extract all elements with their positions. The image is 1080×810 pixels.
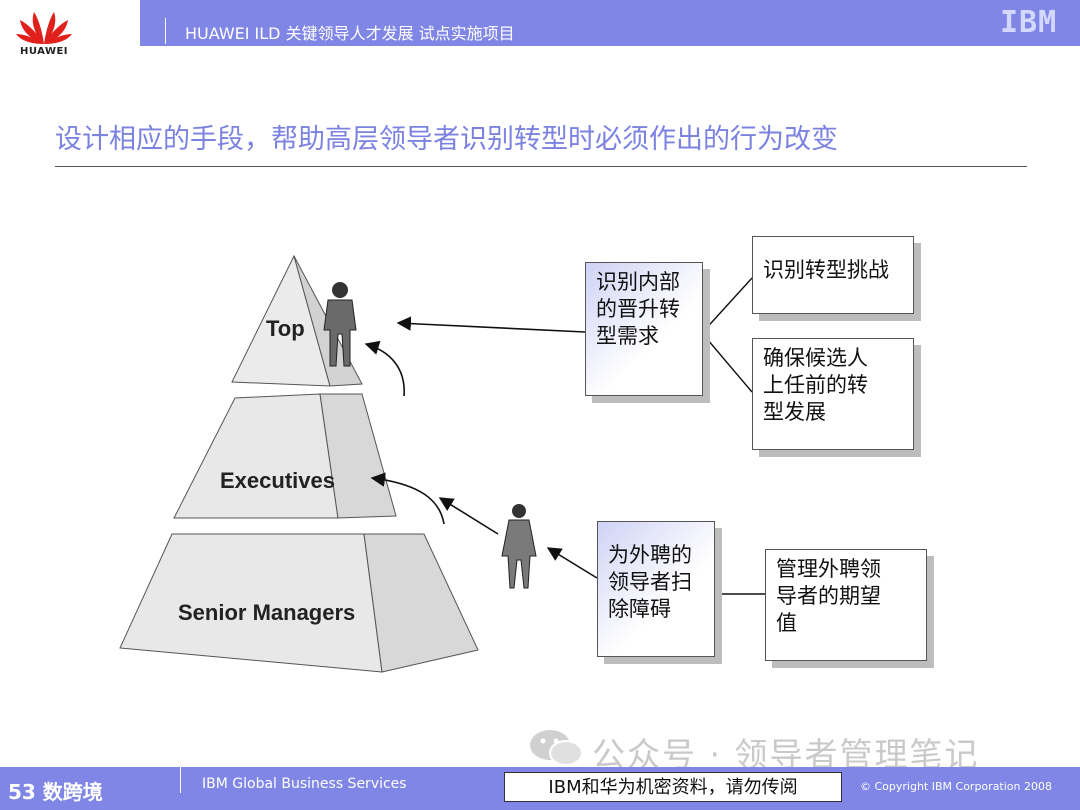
curved-arrow-to-executives [370,472,445,525]
huawei-logo-area: HUAWEI [0,0,140,66]
ibm-logo: IBM [1000,5,1058,40]
box-line: 值 [776,611,797,635]
copyright: © Copyright IBM Corporation 2008 [860,780,1052,793]
pyramid-label-executives: Executives [220,468,335,493]
box-line: 上任前的转 [763,373,868,397]
box-clear-obstacles: 为外聘的 领导者扫 除障碍 [597,521,715,657]
pyramid-label-top: Top [266,316,305,341]
box-line: 型发展 [763,400,826,424]
header-title: HUAWEI ILD 关键领导人才发展 试点实施项目 [185,24,515,43]
curved-arrow-to-top [364,340,405,397]
box-line: 确保候选人 [763,346,868,370]
header-bar [0,0,1080,46]
box-identify-needs: 识别内部 的晋升转 型需求 [585,262,703,396]
connector-challenge [701,277,753,334]
box-line: 型需求 [596,324,659,348]
pyramid-label-senior: Senior Managers [178,600,355,625]
pyramid-diagram: Top Executives Senior Managers [119,254,765,673]
box-line: 识别内部 [596,270,680,294]
wechat-icon [530,730,583,766]
huawei-petal-icon [16,12,72,44]
box-line: 为外聘的 [608,543,692,567]
box-line: 导者的期望 [776,584,881,608]
box-line: 识别转型挑战 [763,258,889,282]
box-line: 管理外聘领 [776,557,881,581]
box-ensure-development: 确保候选人 上任前的转 型发展 [752,338,914,450]
businesswoman-icon [501,504,537,589]
footer-page-number: 53 数跨境 [8,780,103,804]
box-line: 除障碍 [608,597,671,621]
slide-title: 设计相应的手段，帮助高层领导者识别转型时必须作出的行为改变 [55,124,838,155]
pyramid-tier-middle [173,393,397,519]
confidential-notice: IBM和华为机密资料，请勿传阅 [504,772,842,802]
box-line: 领导者扫 [608,570,692,594]
arrow-needs-to-top [396,316,586,333]
connector-ensure [701,332,753,393]
title-divider [55,166,1027,167]
businessman-icon [323,282,357,367]
box-identify-challenge: 识别转型挑战 [752,236,914,314]
arrow-woman-to-executives [438,497,499,535]
box-manage-expectations: 管理外聘领 导者的期望 值 [765,549,927,661]
arrow-obstacles-to-woman [546,547,598,579]
pyramid-tier-bottom [119,533,479,673]
header-divider [165,18,166,44]
box-line: 的晋升转 [596,297,680,321]
huawei-logo-text: HUAWEI [19,46,69,57]
footer-divider [180,767,181,793]
footer-service: IBM Global Business Services [202,776,407,792]
